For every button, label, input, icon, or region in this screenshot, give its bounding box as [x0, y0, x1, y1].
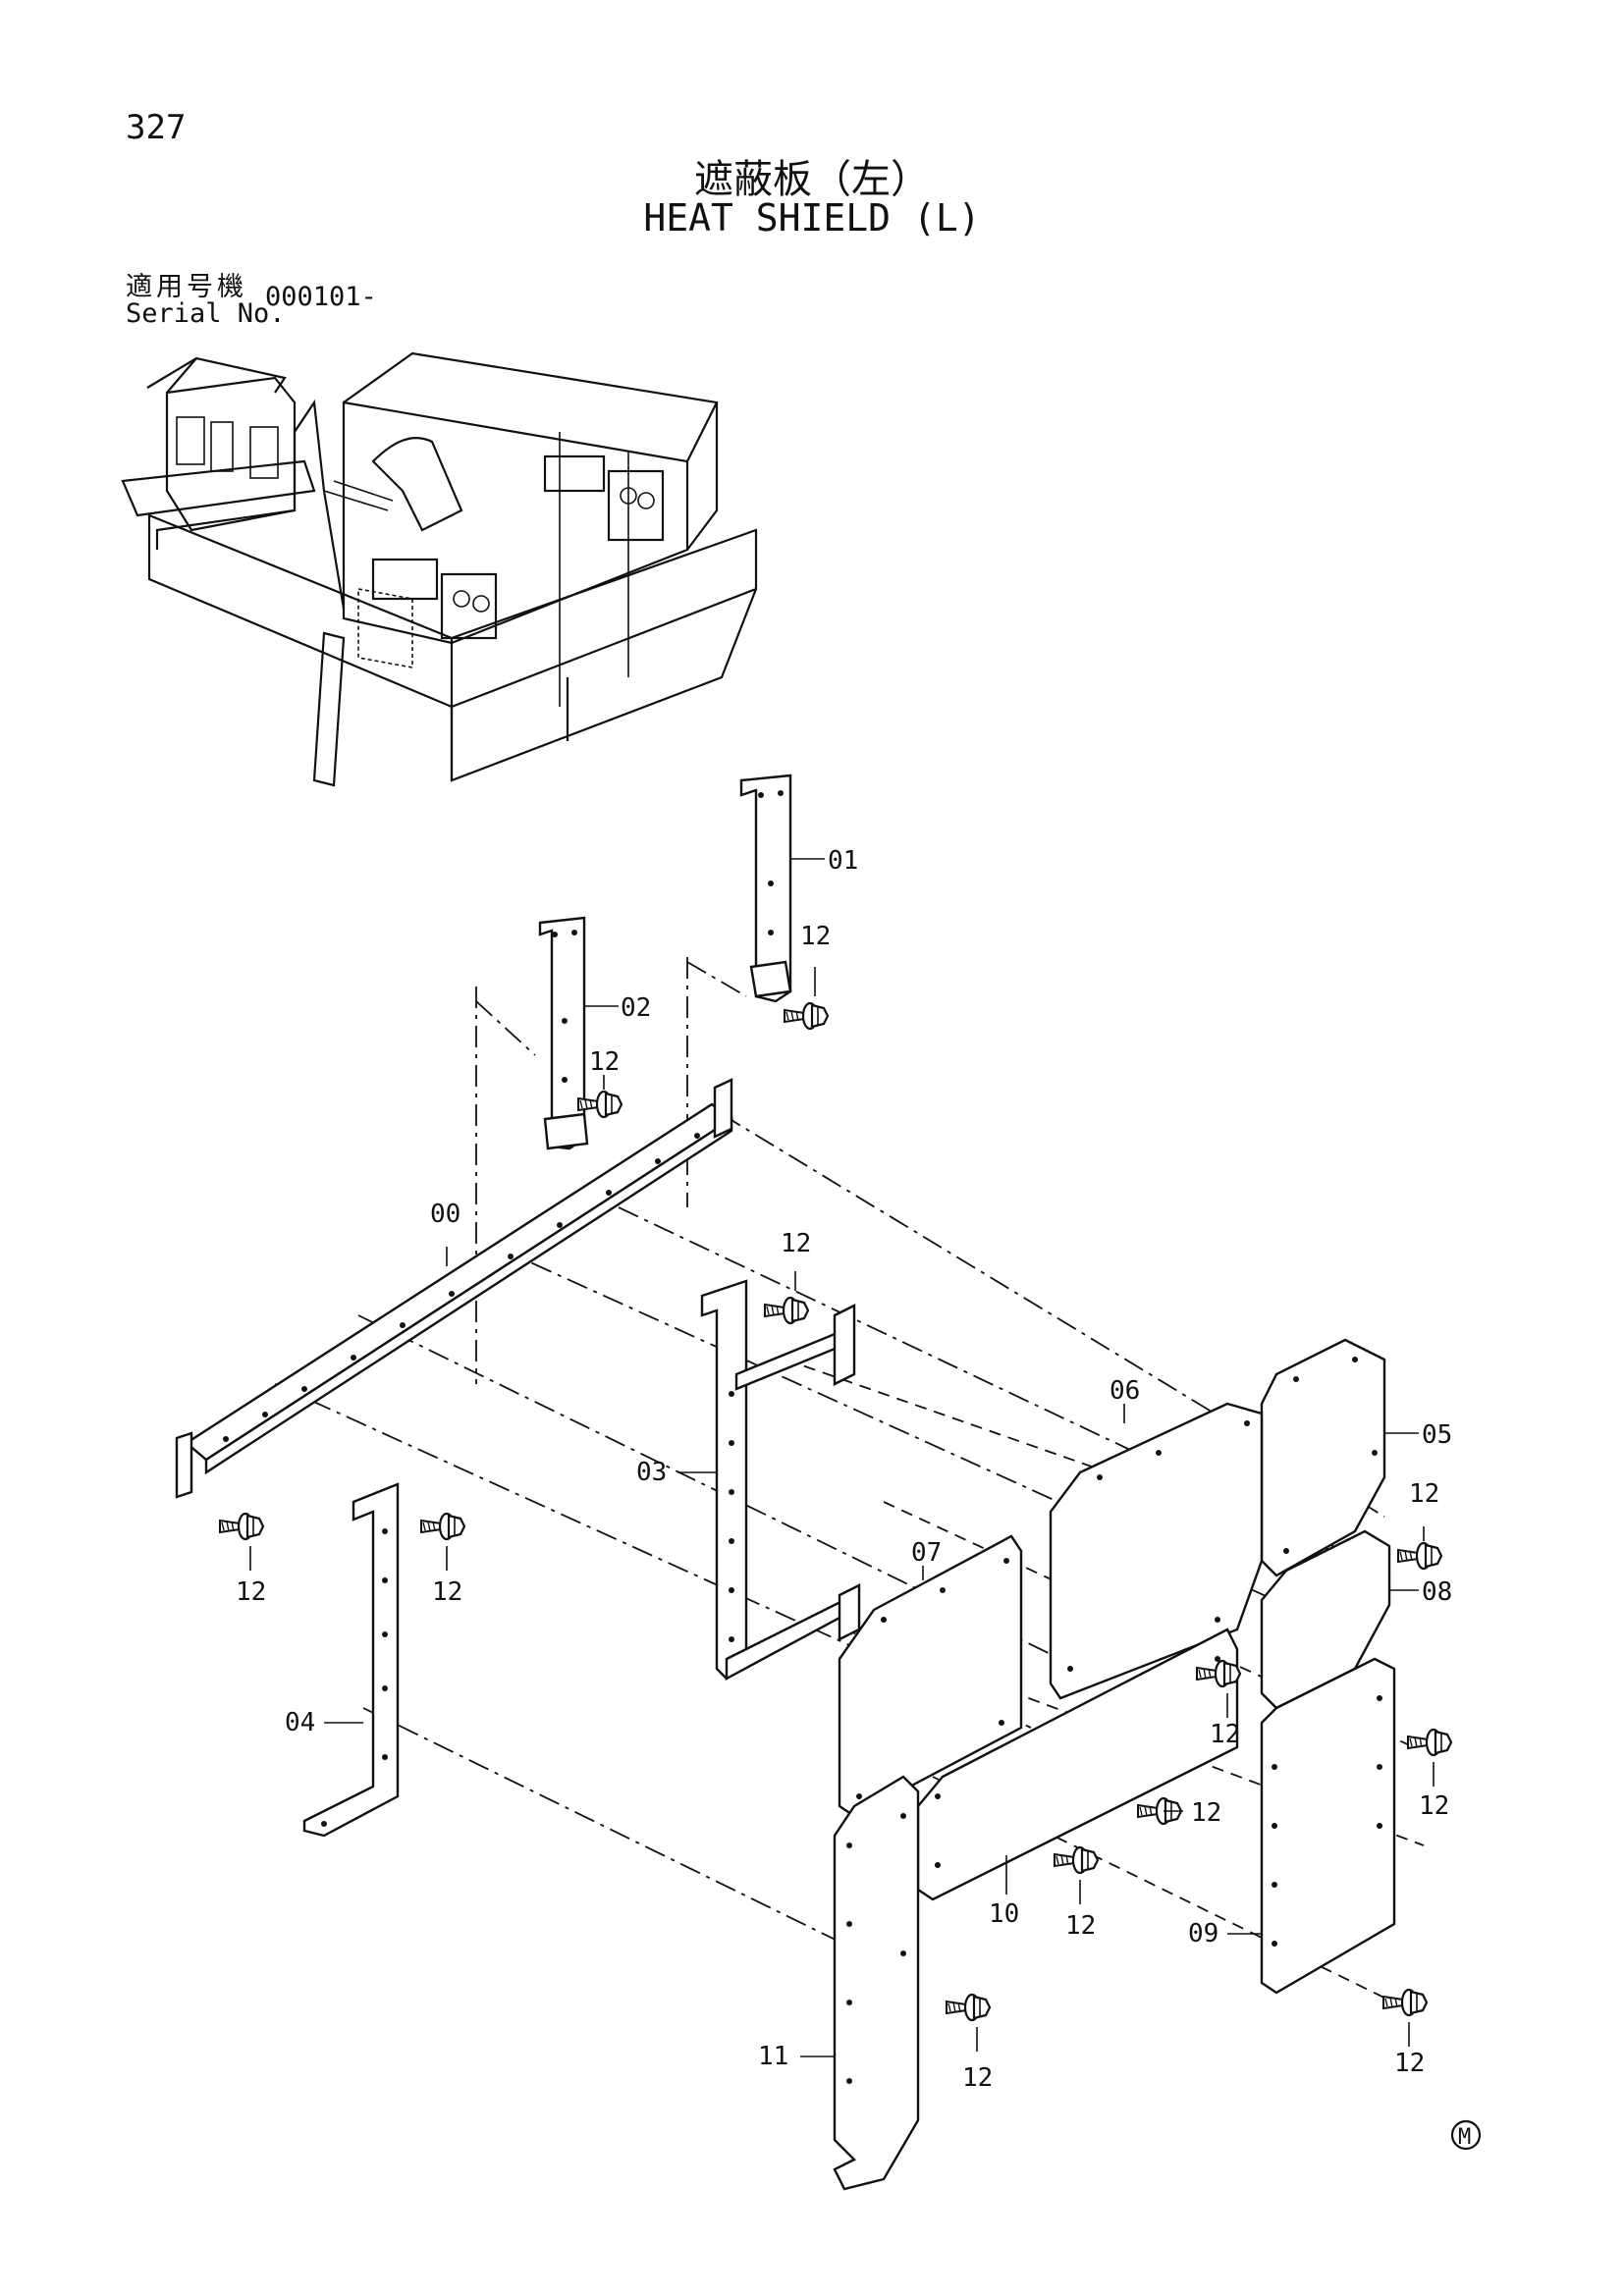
callout-02: 02	[621, 993, 651, 1023]
part-00-frame	[175, 1078, 734, 1499]
callout-12: 12	[236, 1577, 266, 1607]
callout-labels: 00 01 02 03 04 05 06 07 08 09 10 11 12 1…	[236, 846, 1452, 2093]
callout-06: 06	[1110, 1376, 1140, 1406]
part-03-frame	[700, 1279, 861, 1682]
callout-01: 01	[828, 846, 858, 876]
serial-label-japanese: 適用号機	[126, 272, 247, 302]
callout-12: 12	[1409, 1479, 1439, 1509]
callout-12: 12	[1210, 1720, 1240, 1749]
callout-12: 12	[589, 1047, 620, 1077]
callout-12: 12	[1394, 2049, 1425, 2078]
page-title-japanese: 遮蔽板（左）	[694, 157, 930, 202]
callout-12: 12	[800, 922, 831, 951]
callout-07: 07	[911, 1538, 942, 1568]
callout-04: 04	[285, 1708, 315, 1737]
callout-08: 08	[1422, 1577, 1452, 1607]
part-11-plate	[833, 1775, 920, 2191]
part-07-plate	[838, 1534, 1023, 1818]
serial-label-english: Serial No.	[126, 298, 286, 329]
callout-05: 05	[1422, 1420, 1452, 1450]
callout-09: 09	[1188, 1919, 1218, 1949]
callout-03: 03	[636, 1458, 667, 1487]
corner-mark-letter: M	[1458, 2125, 1471, 2150]
machine-overview-icon	[121, 351, 758, 787]
callout-12: 12	[781, 1229, 811, 1258]
callout-12: 12	[1065, 1911, 1096, 1941]
part-04-bracket	[302, 1482, 400, 1838]
part-02-bracket	[538, 916, 589, 1150]
callout-11: 11	[758, 2042, 788, 2071]
callout-12: 12	[1191, 1798, 1221, 1828]
callout-12: 12	[432, 1577, 462, 1607]
callout-10: 10	[989, 1899, 1019, 1929]
callout-12: 12	[1419, 1791, 1449, 1821]
page-title-english: HEAT SHIELD (L)	[643, 196, 981, 240]
part-09-plate	[1260, 1657, 1396, 1995]
serial-number-value: 000101-	[265, 282, 377, 312]
circled-m-icon: M	[1450, 2119, 1482, 2151]
callout-leader-lines	[249, 858, 1435, 2057]
callout-00: 00	[430, 1200, 460, 1229]
part-01-bracket	[739, 774, 792, 1003]
callout-12: 12	[962, 2063, 993, 2093]
part-06-plate	[1049, 1402, 1264, 1700]
page-number: 327	[126, 108, 187, 147]
